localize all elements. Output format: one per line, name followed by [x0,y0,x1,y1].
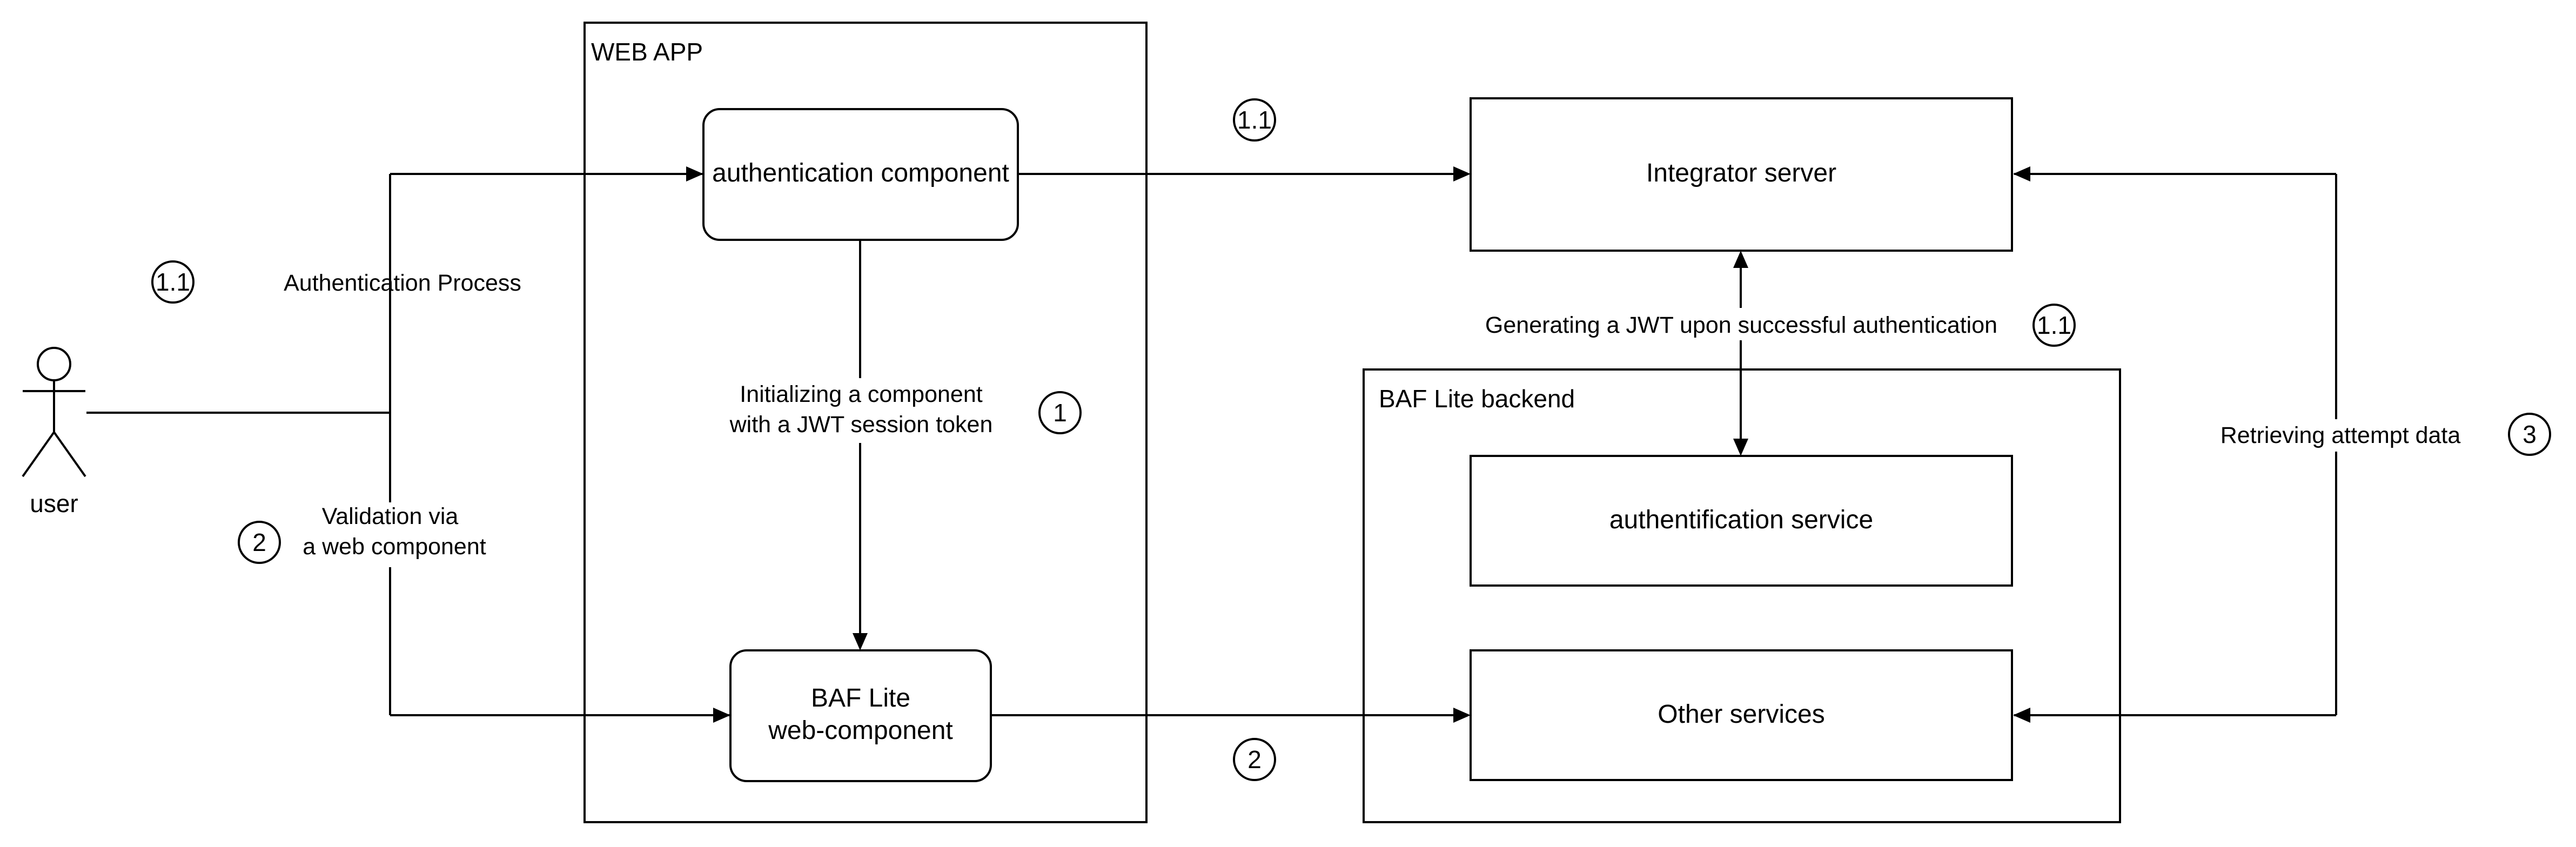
svg-text:2: 2 [1247,745,1262,774]
baf-lite-backend-label: BAF Lite backend [1379,385,1575,413]
step-badge-right: 3 [2508,413,2551,456]
connectors [86,166,2337,723]
authentication-process-label: Authentication Process [284,270,521,296]
validation-arrowhead [713,708,730,723]
validation-label-2: a web component [303,534,486,560]
svg-text:1.1: 1.1 [156,268,190,296]
init-label-1: Initializing a component [740,381,982,407]
user-label: user [30,489,78,517]
authentication-component-box: authentication component [702,108,1019,241]
retrieving-to-services-arrowhead [2013,708,2030,723]
edge-labels: Authentication Process Validation via a … [284,270,2468,567]
authentification-service-box: authentification service [1470,455,2013,587]
step-badge-jwt: 1.1 [2032,304,2076,347]
retrieving-attempt-label: Retrieving attempt data [2221,422,2461,448]
svg-text:2: 2 [252,528,266,556]
auth-process-arrowhead [686,166,703,182]
user-actor: user [22,347,86,517]
baf-lite-web-component-label-1: BAF Lite [811,684,910,712]
user-left-leg [22,431,55,478]
step-badge-left-bottom: 2 [238,521,281,564]
user-right-leg [53,431,86,478]
auth-to-integrator-arrowhead [1453,166,1471,182]
svg-text:1.1: 1.1 [1237,106,1272,134]
user-head [37,347,71,381]
other-services-box: Other services [1470,649,2013,781]
step-badge-bottom-middle: 2 [1233,738,1276,781]
authentication-component-label: authentication component [712,159,1009,187]
web-to-services-arrowhead [1453,708,1471,723]
baf-lite-web-component-label-2: web-component [768,716,953,745]
svg-text:1.1: 1.1 [2037,311,2071,339]
other-services-label: Other services [1658,700,1824,729]
web-app-container: WEB APP [583,22,1148,823]
svg-text:1: 1 [1053,399,1067,427]
retrieving-to-integrator-arrowhead [2013,166,2030,182]
step-badges: 1.1 2 1 1.1 1.1 2 3 [151,98,2551,781]
authentification-service-label: authentification service [1609,506,1873,534]
baf-lite-web-component-box: BAF Lite web-component [729,649,992,782]
integrator-server-label: Integrator server [1646,159,1836,187]
init-label-2: with a JWT session token [729,412,993,438]
init-arrowhead [853,633,868,650]
step-badge-left-top: 1.1 [151,260,194,304]
integrator-server-box: Integrator server [1470,97,2013,252]
jwt-arrowhead-down [1733,439,1748,456]
validation-label-1: Validation via [322,503,459,529]
generating-jwt-label: Generating a JWT upon successful authent… [1485,312,1997,338]
web-app-label: WEB APP [591,38,703,66]
step-badge-init: 1 [1038,391,1082,434]
step-badge-top-middle: 1.1 [1233,98,1276,142]
jwt-arrowhead-up [1733,251,1748,268]
svg-text:3: 3 [2523,420,2537,448]
